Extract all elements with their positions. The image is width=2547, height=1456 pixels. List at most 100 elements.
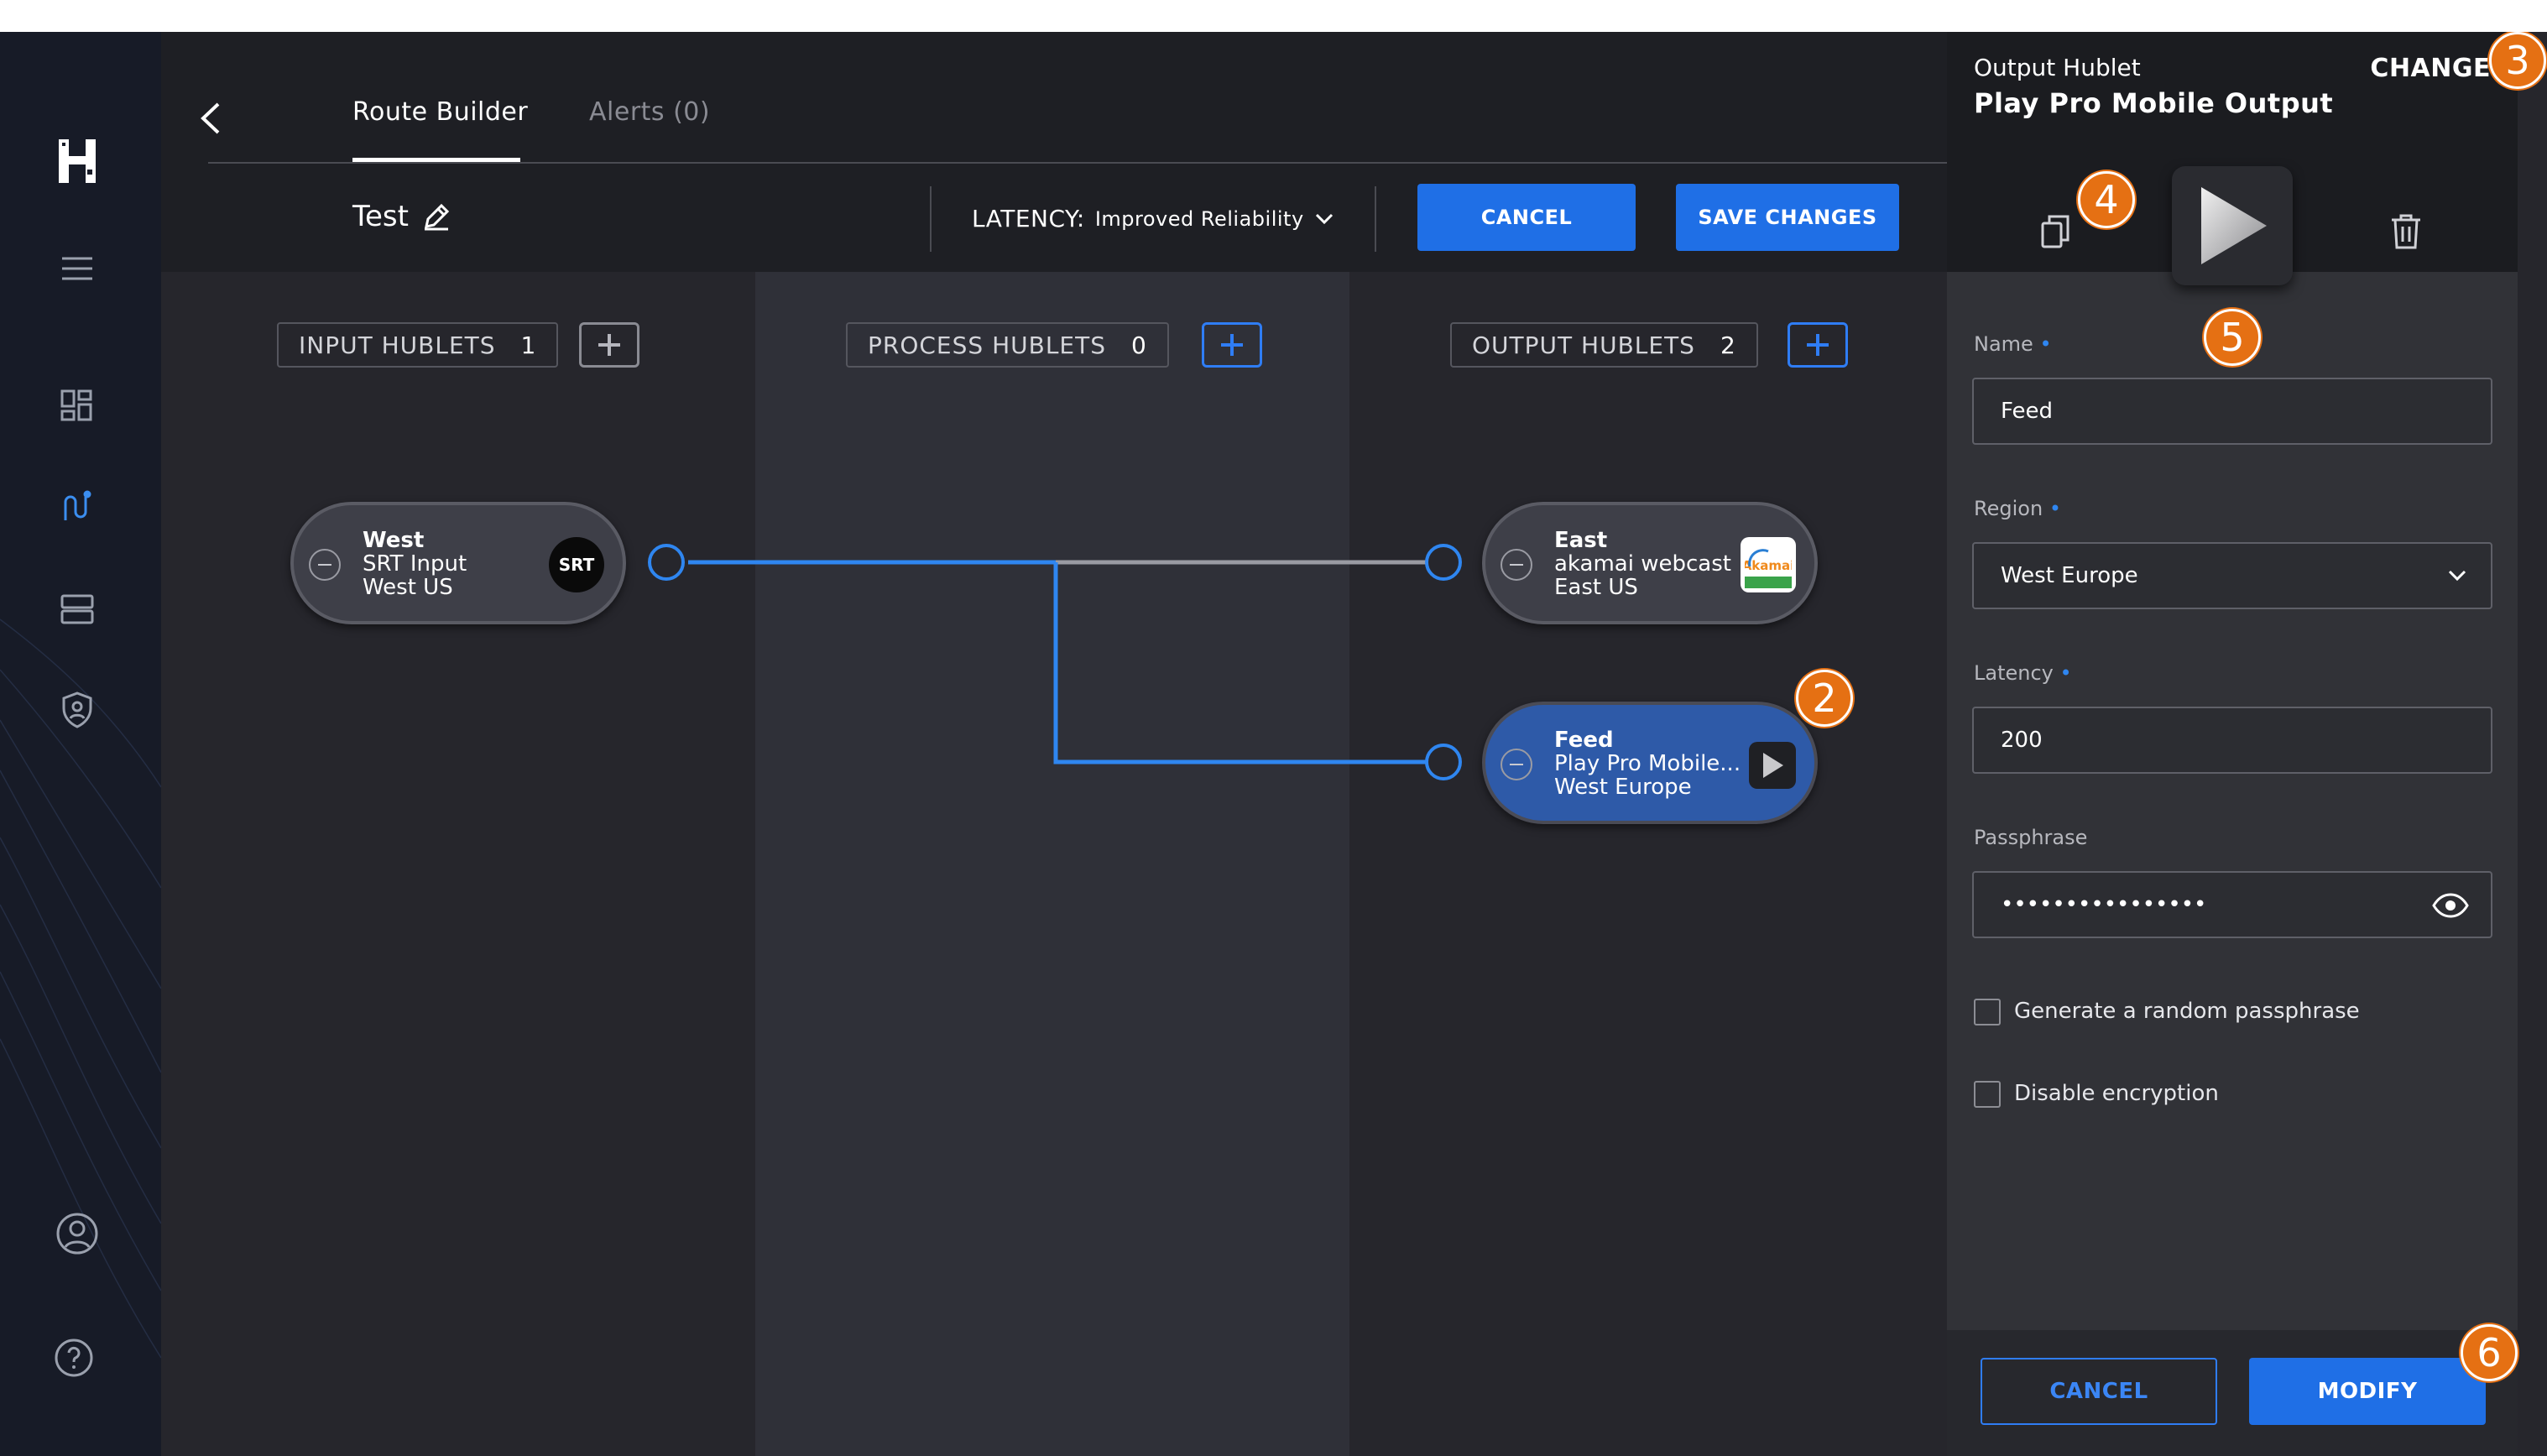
node-feed-output-selected[interactable]: Feed Play Pro Mobile... West Europe	[1482, 702, 1818, 824]
passphrase-field[interactable]: ••••••••••••••••	[1972, 871, 2492, 938]
process-column	[755, 272, 1349, 1456]
plus-icon	[598, 334, 620, 356]
copy-icon[interactable]	[2039, 213, 2073, 253]
annotation-badge: 5	[2204, 309, 2261, 366]
annotation-badge: 3	[2489, 32, 2546, 89]
sidebar	[0, 32, 161, 1456]
annotation-badge: 4	[2078, 171, 2135, 228]
modify-button[interactable]: MODIFY	[2249, 1358, 2486, 1425]
node-title: East	[1554, 529, 1608, 553]
random-passphrase-checkbox[interactable]	[1974, 999, 2001, 1025]
app-window: Route Builder Alerts (0) Test LATENCY: I…	[0, 32, 2547, 1456]
input-port[interactable]	[1425, 544, 1462, 581]
node-title: West	[363, 529, 425, 553]
output-port[interactable]	[648, 544, 685, 581]
node-east-output[interactable]: East akamai webcast East US Akamai	[1482, 502, 1818, 624]
plus-icon	[1221, 334, 1243, 356]
panel-cancel-button[interactable]: CANCEL	[1981, 1358, 2217, 1425]
passphrase-label: Passphrase	[1974, 826, 2088, 849]
toolbar-separator	[1375, 186, 1376, 252]
annotation-badge: 2	[1796, 670, 1853, 727]
output-column	[1349, 272, 1947, 1456]
latency-label: Latency •	[1974, 661, 2072, 685]
disable-encryption-checkbox[interactable]	[1974, 1081, 2001, 1108]
disable-encryption-label: Disable encryption	[2014, 1081, 2219, 1106]
show-password-eye-icon[interactable]	[2432, 893, 2469, 918]
edit-pencil-icon[interactable]	[421, 201, 451, 235]
active-tab-underline	[352, 158, 520, 163]
process-hublets-label: PROCESS HUBLETS 0	[846, 322, 1169, 368]
play-pro-logo-icon	[2172, 166, 2293, 285]
node-type: akamai webcast	[1554, 551, 1731, 577]
node-type: SRT Input	[363, 551, 467, 577]
random-passphrase-label: Generate a random passphrase	[2014, 999, 2360, 1024]
node-title: Feed	[1554, 728, 1614, 753]
remove-node-icon[interactable]	[1501, 749, 1532, 780]
hublet-type: Output Hublet	[1974, 54, 2141, 81]
node-text: West SRT Input West US	[363, 529, 572, 599]
hyperlink-logo-icon[interactable]	[50, 134, 104, 188]
sidebar-wave-decoration	[0, 618, 161, 1359]
chevron-down-icon	[2448, 570, 2466, 582]
region-select[interactable]: West Europe	[1972, 542, 2492, 609]
plus-icon	[1807, 334, 1829, 356]
add-input-hublet-button[interactable]	[579, 322, 639, 368]
input-hublets-label: INPUT HUBLETS 1	[277, 322, 559, 368]
name-field[interactable]: Feed	[1972, 378, 2492, 445]
node-region: East US	[1554, 575, 1638, 599]
name-label-text: Name	[1974, 332, 2033, 356]
hublet-details-panel: Output Hublet Play Pro Mobile Output CHA…	[1947, 32, 2518, 1456]
latency-label-text: Latency	[1974, 661, 2054, 685]
input-port[interactable]	[1425, 744, 1462, 780]
akamai-logo-icon: Akamai	[1741, 537, 1796, 592]
server-icon[interactable]	[50, 582, 104, 636]
menu-icon[interactable]	[50, 242, 104, 295]
output-hublets-label: OUTPUT HUBLETS 2	[1450, 322, 1758, 368]
svg-text:Akamai: Akamai	[1745, 558, 1792, 573]
passphrase-value: ••••••••••••••••	[2001, 892, 2207, 917]
save-changes-button[interactable]: SAVE CHANGES	[1676, 184, 1899, 251]
region-value: West Europe	[2001, 563, 2138, 588]
node-region: West Europe	[1554, 775, 1692, 799]
remove-node-icon[interactable]	[309, 549, 341, 581]
chevron-down-icon	[1315, 213, 1333, 224]
output-hublets-count: 2	[1720, 331, 1736, 359]
latency-label: LATENCY:	[972, 205, 1085, 232]
tab-alerts[interactable]: Alerts (0)	[589, 97, 711, 127]
security-shield-icon[interactable]	[50, 683, 104, 737]
srt-logo-icon: SRT	[549, 537, 604, 592]
top-bar: Route Builder Alerts (0) Test LATENCY: I…	[161, 32, 1947, 272]
latency-value: Improved Reliability	[1094, 206, 1304, 231]
node-west-input[interactable]: West SRT Input West US SRT	[290, 502, 626, 624]
node-text: East akamai webcast East US	[1554, 529, 1764, 599]
latency-dropdown[interactable]: LATENCY: Improved Reliability	[972, 205, 1334, 232]
trash-icon[interactable]	[2390, 213, 2422, 253]
add-output-hublet-button[interactable]	[1788, 322, 1848, 368]
dashboard-icon[interactable]	[50, 379, 104, 433]
region-label: Region •	[1974, 497, 2061, 520]
user-account-icon[interactable]	[50, 1207, 104, 1260]
route-connections	[688, 560, 1427, 765]
input-column	[161, 272, 755, 1456]
help-icon[interactable]	[47, 1331, 101, 1385]
process-hublets-title: PROCESS HUBLETS	[868, 331, 1106, 359]
region-label-text: Region	[1974, 497, 2043, 520]
node-text: Feed Play Pro Mobile... West Europe	[1554, 728, 1764, 799]
toolbar-separator	[930, 186, 932, 252]
output-hublets-title: OUTPUT HUBLETS	[1472, 331, 1695, 359]
remove-node-icon[interactable]	[1501, 549, 1532, 581]
play-pro-logo-icon	[1749, 742, 1796, 789]
connection-line	[1053, 562, 1427, 765]
route-name: Test	[352, 200, 409, 233]
cancel-button[interactable]: CANCEL	[1417, 184, 1636, 251]
input-hublets-title: INPUT HUBLETS	[299, 331, 496, 359]
hublet-name: Play Pro Mobile Output	[1974, 87, 2334, 119]
back-chevron-icon[interactable]	[198, 101, 223, 139]
latency-field[interactable]: 200	[1972, 707, 2492, 774]
routes-icon[interactable]	[50, 480, 104, 534]
change-button[interactable]: CHANGE	[2370, 54, 2491, 83]
node-region: West US	[363, 575, 453, 599]
add-process-hublet-button[interactable]	[1202, 322, 1262, 368]
tabs-divider	[208, 162, 1947, 164]
tab-route-builder[interactable]: Route Builder	[352, 97, 529, 127]
